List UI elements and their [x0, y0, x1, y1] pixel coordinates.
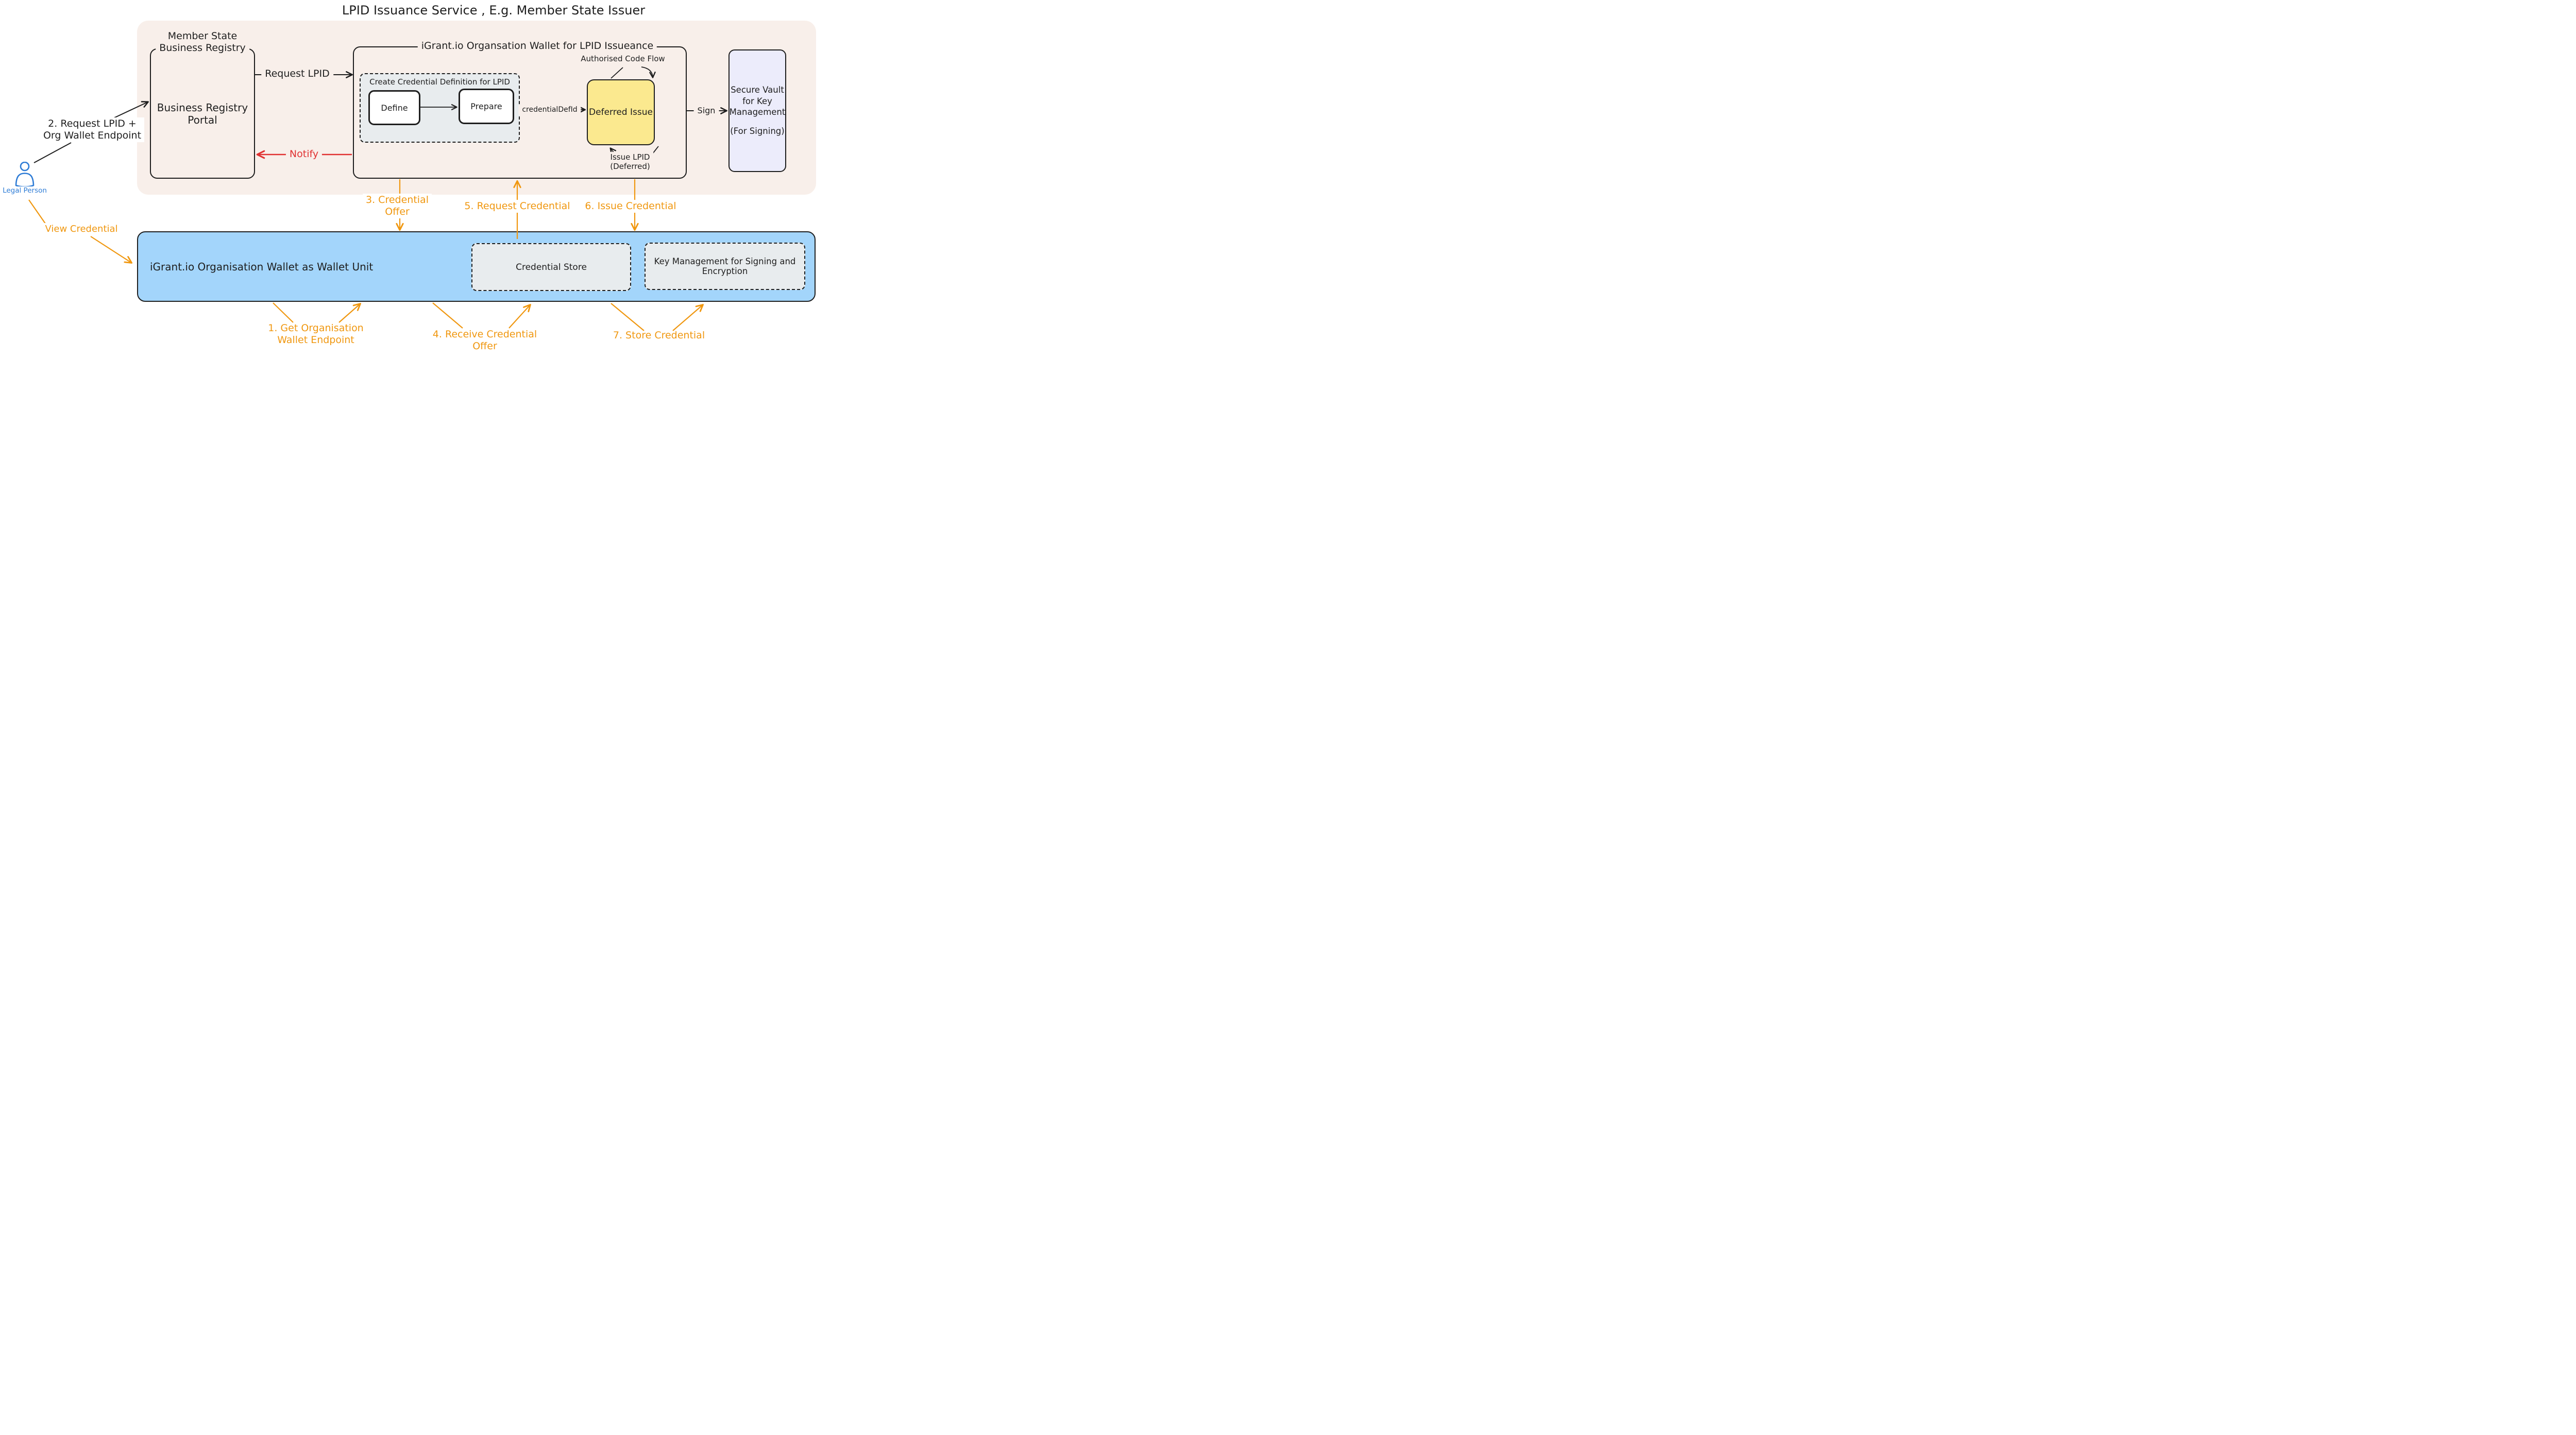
business-registry-portal-label: Business Registry Portal: [157, 101, 248, 126]
create-cred-def-heading: Create Credential Definition for LPID: [369, 77, 510, 87]
step1-arrow-up: [338, 303, 361, 323]
step1-line-down: [273, 302, 294, 323]
step1-label: 1. Get Organisation Wallet Endpoint: [268, 322, 364, 346]
business-registry-heading: Member State Business Registry: [156, 30, 249, 55]
key-management-box: Key Management for Signing and Encryptio…: [645, 243, 805, 290]
secure-vault-sublabel: (For Signing): [730, 126, 785, 136]
define-label: Define: [381, 102, 408, 113]
deferred-issue-node: Deferred Issue: [587, 79, 655, 145]
diagram-canvas: Business Registry Portal Create Credenti…: [0, 0, 819, 359]
view-credential-line: [28, 199, 46, 224]
wallet-unit-bar: iGrant.io Organisation Wallet as Wallet …: [137, 231, 816, 302]
prepare-node: Prepare: [459, 89, 514, 124]
issue-lpid-label: Issue LPID (Deferred): [606, 152, 654, 172]
step4-arrow-up: [509, 304, 531, 329]
view-credential-arrow: [90, 236, 133, 264]
business-registry-box: Business Registry Portal: [150, 48, 255, 179]
person-icon: [15, 161, 35, 187]
secure-vault-label: Secure Vault for Key Management: [729, 85, 786, 117]
define-node: Define: [368, 90, 420, 125]
authorised-code-flow-label: Authorised Code Flow: [577, 54, 669, 64]
request-lpid-label: Request LPID: [261, 67, 333, 81]
step7-label: 7. Store Credential: [613, 330, 705, 341]
issuer-wallet-heading: iGrant.io Organsation Wallet for LPID Is…: [417, 40, 657, 53]
step5-label: 5. Request Credential: [461, 200, 573, 213]
step7-line-down: [611, 303, 645, 331]
step2-line-from-actor: [33, 142, 72, 163]
secure-vault-box: Secure Vault for Key Management (For Sig…: [728, 49, 786, 172]
step2-label: 2. Request LPID + Org Wallet Endpoint: [40, 117, 145, 143]
view-credential-label: View Credential: [42, 223, 121, 235]
step7-arrow-up: [672, 304, 704, 331]
step4-line-down: [432, 302, 463, 329]
legal-person-icon: [12, 161, 37, 187]
credential-store-box: Credential Store: [471, 243, 631, 291]
step4-label: 4. Receive Credential Offer: [432, 329, 537, 352]
sign-label: Sign: [693, 105, 719, 116]
credential-def-id-label: credentialDefId: [518, 105, 581, 115]
diagram-title: LPID Issuance Service , E.g. Member Stat…: [342, 3, 646, 18]
wallet-unit-heading: iGrant.io Organisation Wallet as Wallet …: [150, 260, 374, 273]
credential-store-label: Credential Store: [516, 262, 587, 272]
step3-label: 3. Credential Offer: [363, 194, 432, 219]
legal-person-label: Legal Person: [3, 186, 47, 195]
step6-label: 6. Issue Credential: [582, 200, 680, 213]
key-management-label: Key Management for Signing and Encryptio…: [654, 257, 796, 276]
deferred-issue-label: Deferred Issue: [589, 107, 653, 117]
notify-label: Notify: [285, 148, 323, 161]
prepare-label: Prepare: [470, 101, 502, 111]
